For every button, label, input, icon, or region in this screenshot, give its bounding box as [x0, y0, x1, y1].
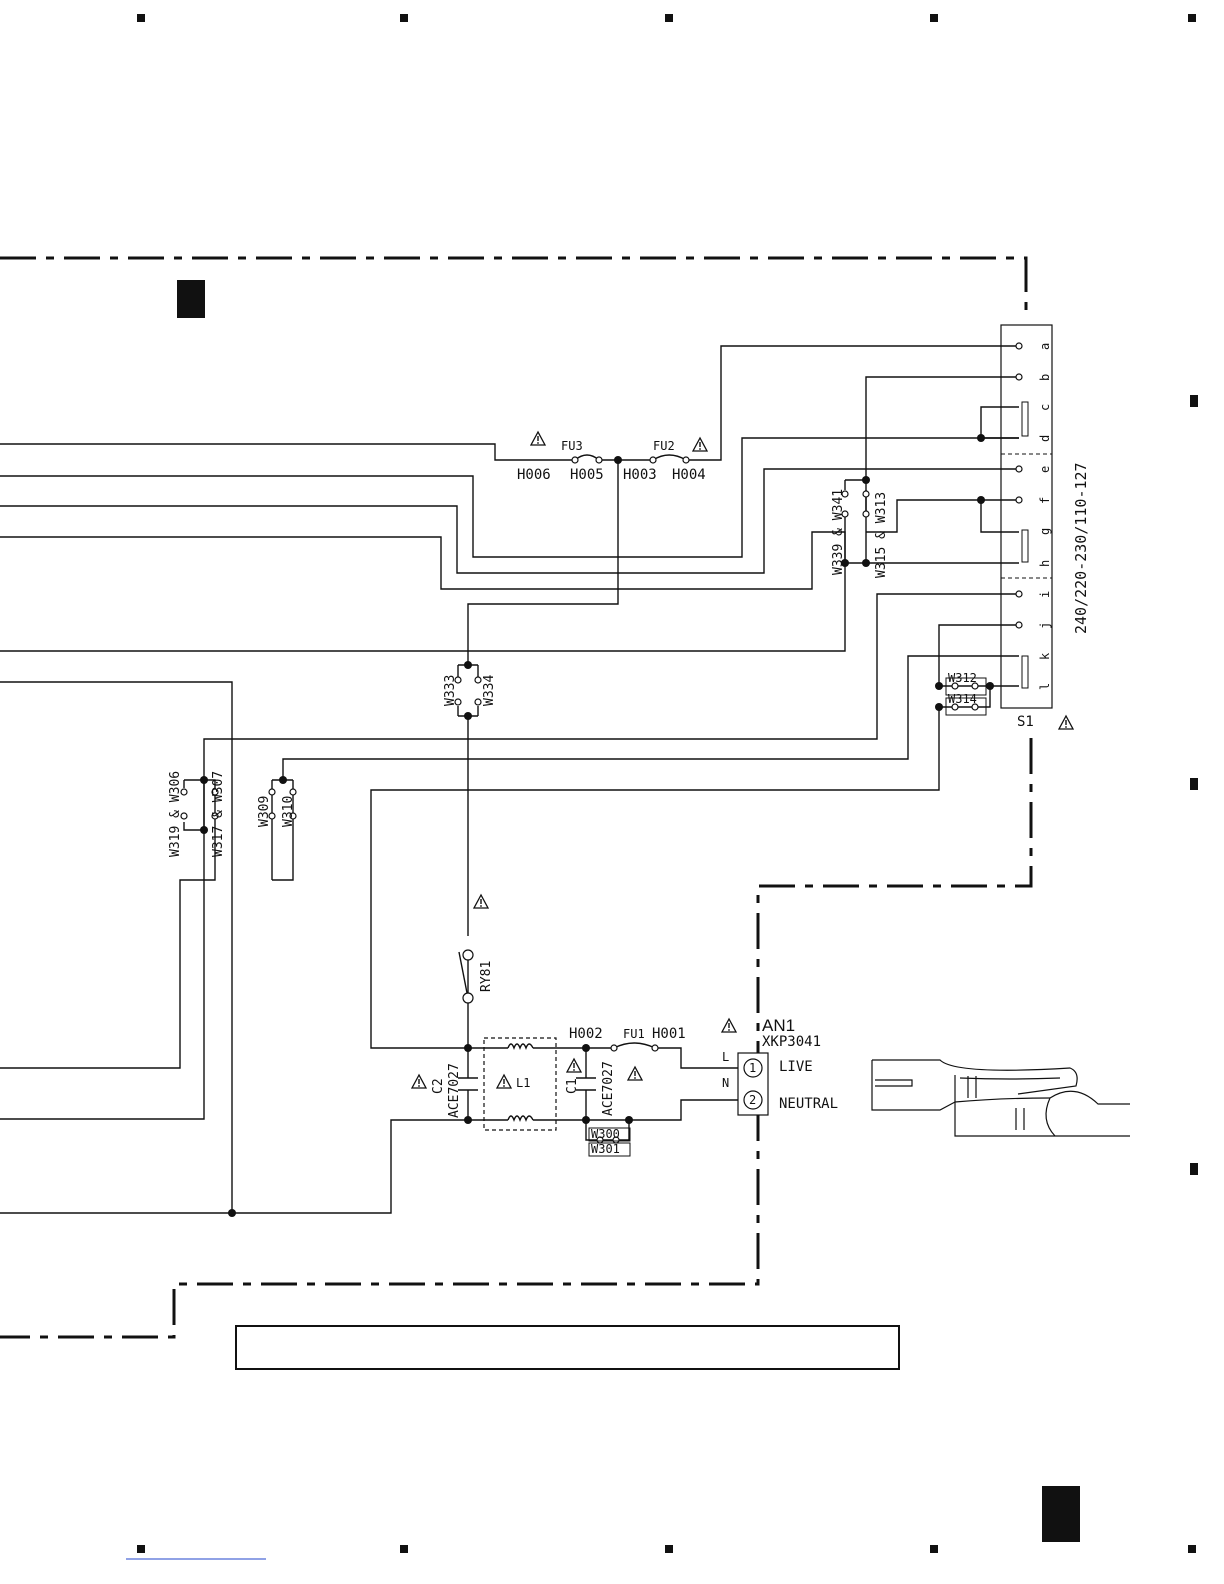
w341-label: W339 & W341 [831, 489, 846, 575]
h001-label: H001 [652, 1026, 686, 1042]
h006-label: H006 [517, 467, 551, 483]
caution-triangle-icon [474, 895, 488, 908]
selector-name: S1 [1017, 714, 1034, 730]
w312-label: W312 [948, 671, 977, 685]
caution-triangle-icon [693, 438, 707, 451]
fu2-label: FU2 [653, 439, 675, 453]
fuse-glyphs [575, 455, 686, 1048]
terminal-b: b [1038, 374, 1052, 381]
inlet-part: XKP3041 [762, 1034, 821, 1050]
registration-marks [126, 14, 1198, 1559]
terminal-h: h [1038, 560, 1052, 567]
w307-label: W317 & W307 [211, 771, 226, 857]
caption-box [236, 1326, 899, 1369]
relay-label: RY81 [479, 961, 494, 992]
c2-part: ACE7027 [447, 1063, 462, 1118]
section-marker-block [177, 280, 205, 318]
w301-label: W301 [591, 1142, 620, 1156]
caution-triangle-icon [628, 1067, 642, 1080]
page-tab-block [1042, 1486, 1080, 1542]
caution-triangle-icon [722, 1019, 736, 1032]
w333-label: W333 [443, 675, 458, 706]
h003-label: H003 [623, 467, 657, 483]
w334-label: W334 [482, 675, 497, 706]
neutral-label: NEUTRAL [779, 1096, 838, 1112]
w310-label: W310 [281, 796, 296, 827]
w309-label: W309 [257, 796, 272, 827]
terminal-a: a [1038, 343, 1052, 350]
w306-label: W319 & W306 [168, 771, 183, 857]
terminal-e: e [1038, 466, 1052, 473]
board-outline [0, 258, 1031, 1337]
w313-label: W315 & W313 [874, 492, 889, 578]
terminal-l: l [1038, 683, 1052, 690]
c2-label: C2 [431, 1078, 446, 1094]
terminal-k: k [1038, 652, 1052, 660]
caution-triangle-icon [1059, 716, 1073, 729]
caution-triangle-icon [531, 432, 545, 445]
w300-label: W300 [591, 1127, 620, 1141]
voltage-label: 240/220-230/110-127 [1072, 462, 1090, 634]
l1-label: L1 [516, 1076, 530, 1090]
terminal-i: i [1038, 591, 1052, 598]
h002-label: H002 [569, 1026, 603, 1042]
terminal-c: c [1038, 404, 1052, 411]
selector-contacts [1016, 343, 1028, 688]
fu1-label: FU1 [623, 1027, 645, 1041]
c1-part: ACE7027 [601, 1061, 616, 1116]
c1-label: C1 [565, 1078, 580, 1094]
terminal-f: f [1038, 497, 1052, 504]
pin2-number: 2 [749, 1093, 756, 1107]
caution-triangle-icon [567, 1059, 581, 1072]
live-pin-label: L [722, 1050, 729, 1064]
pin1-number: 1 [749, 1061, 756, 1075]
an1-label: AN1 [762, 1016, 795, 1035]
w314-label: W314 [948, 692, 977, 706]
jumper-boxes [589, 678, 986, 1156]
caution-triangle-icon [412, 1075, 426, 1088]
fu3-label: FU3 [561, 439, 583, 453]
terminal-j: j [1038, 622, 1052, 629]
voltage-selector: a b c d e f g h i j k l 240/220-230/110-… [1001, 325, 1090, 730]
live-label: LIVE [779, 1059, 813, 1075]
terminal-d: d [1038, 435, 1052, 442]
h004-label: H004 [672, 467, 706, 483]
neutral-pin-label: N [722, 1076, 729, 1090]
caution-triangle-icon [497, 1075, 511, 1088]
selector-terminal-letters: a b c d e f g h i j k l [1038, 343, 1052, 690]
power-plug-icon [872, 1060, 1130, 1136]
ac-inlet: 1 2 L N LIVE NEUTRAL AN1 XKP3041 [722, 1016, 838, 1115]
terminal-g: g [1038, 528, 1052, 535]
h005-label: H005 [570, 467, 604, 483]
